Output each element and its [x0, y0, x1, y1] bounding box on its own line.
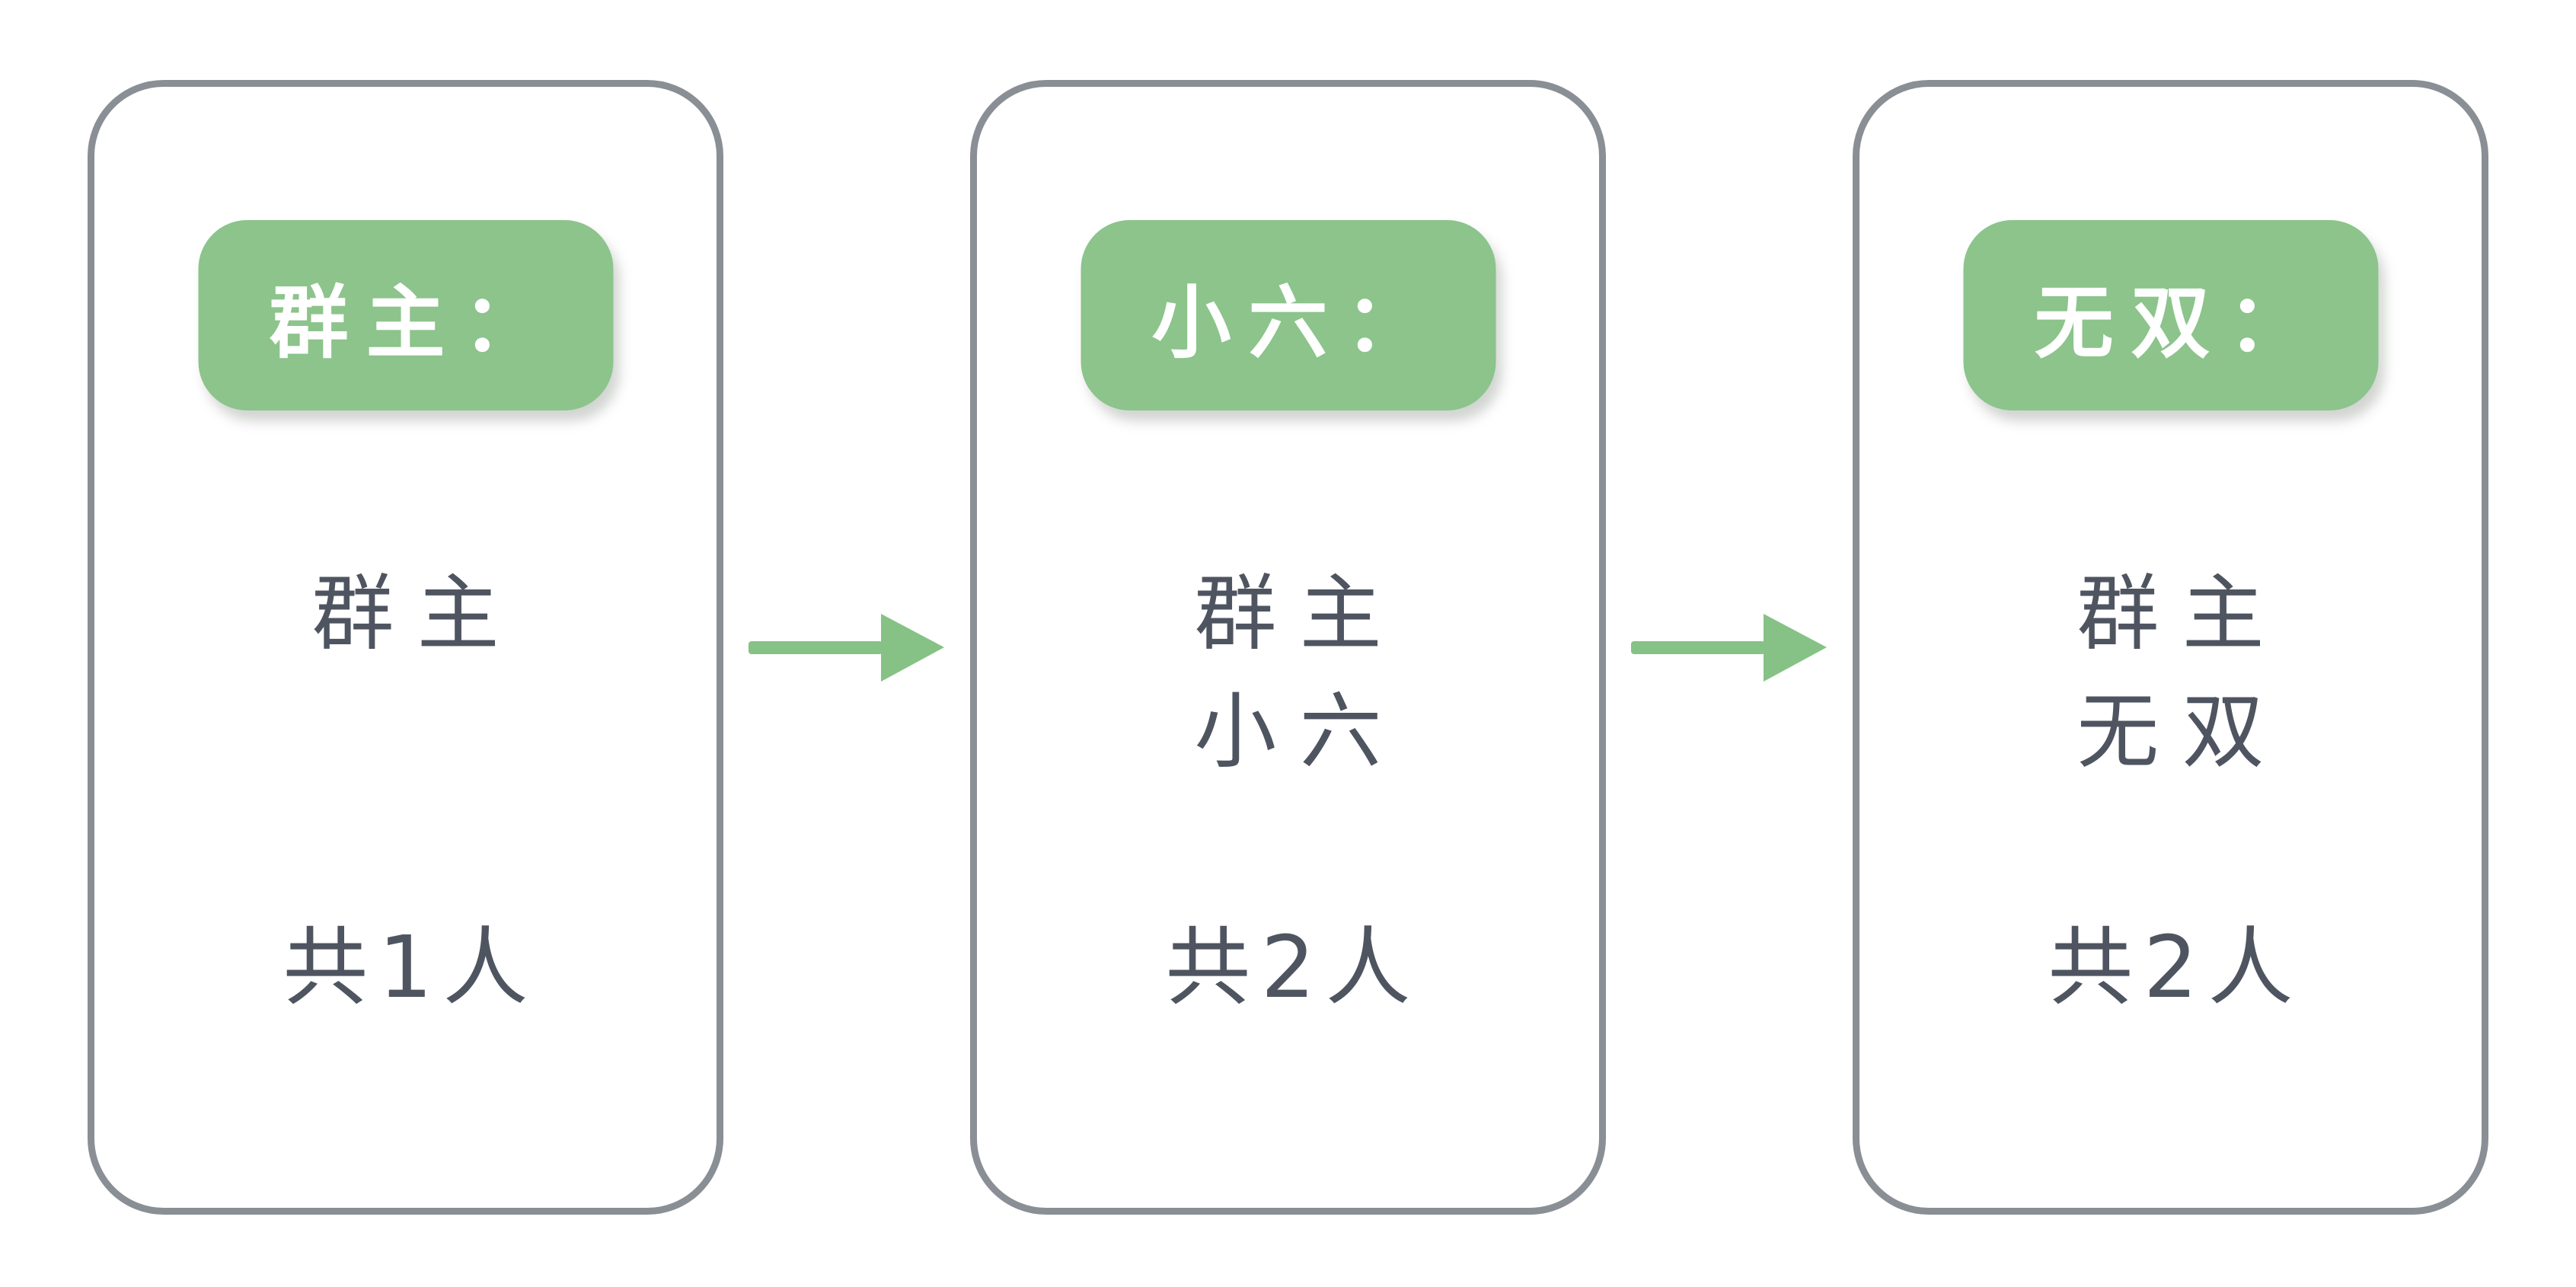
member-count: 共2人 [2048, 918, 2303, 1017]
speaker-badge: 无双： [1963, 220, 2378, 410]
member-count: 共1人 [282, 918, 538, 1017]
member-list: 群主 [94, 555, 717, 673]
member-list: 群主 小六 [977, 555, 1599, 791]
arrow-2 [1606, 80, 1853, 1215]
member-name: 无双 [2076, 685, 2287, 780]
member-name: 群主 [1194, 567, 1405, 662]
group-state-card-2: 小六： 群主 小六 共2人 [970, 80, 1606, 1215]
group-state-card-1: 群主： 群主 共1人 [88, 80, 723, 1215]
member-name: 群主 [311, 567, 522, 662]
group-state-card-3: 无双： 群主 无双 共2人 [1853, 80, 2488, 1215]
speaker-badge-label: 小六： [1151, 276, 1442, 369]
arrow-right-icon [749, 614, 944, 682]
arrow-1 [723, 80, 970, 1215]
member-list: 群主 无双 [1859, 555, 2482, 791]
speaker-badge: 小六： [1081, 220, 1495, 410]
member-count: 共2人 [1165, 918, 1421, 1017]
speaker-badge: 群主： [198, 220, 613, 410]
arrow-right-icon [1631, 614, 1827, 682]
speaker-badge-label: 群主： [269, 276, 560, 369]
member-name: 小六 [1194, 685, 1405, 780]
speaker-badge-label: 无双： [2034, 276, 2325, 369]
member-name: 群主 [2076, 567, 2287, 662]
